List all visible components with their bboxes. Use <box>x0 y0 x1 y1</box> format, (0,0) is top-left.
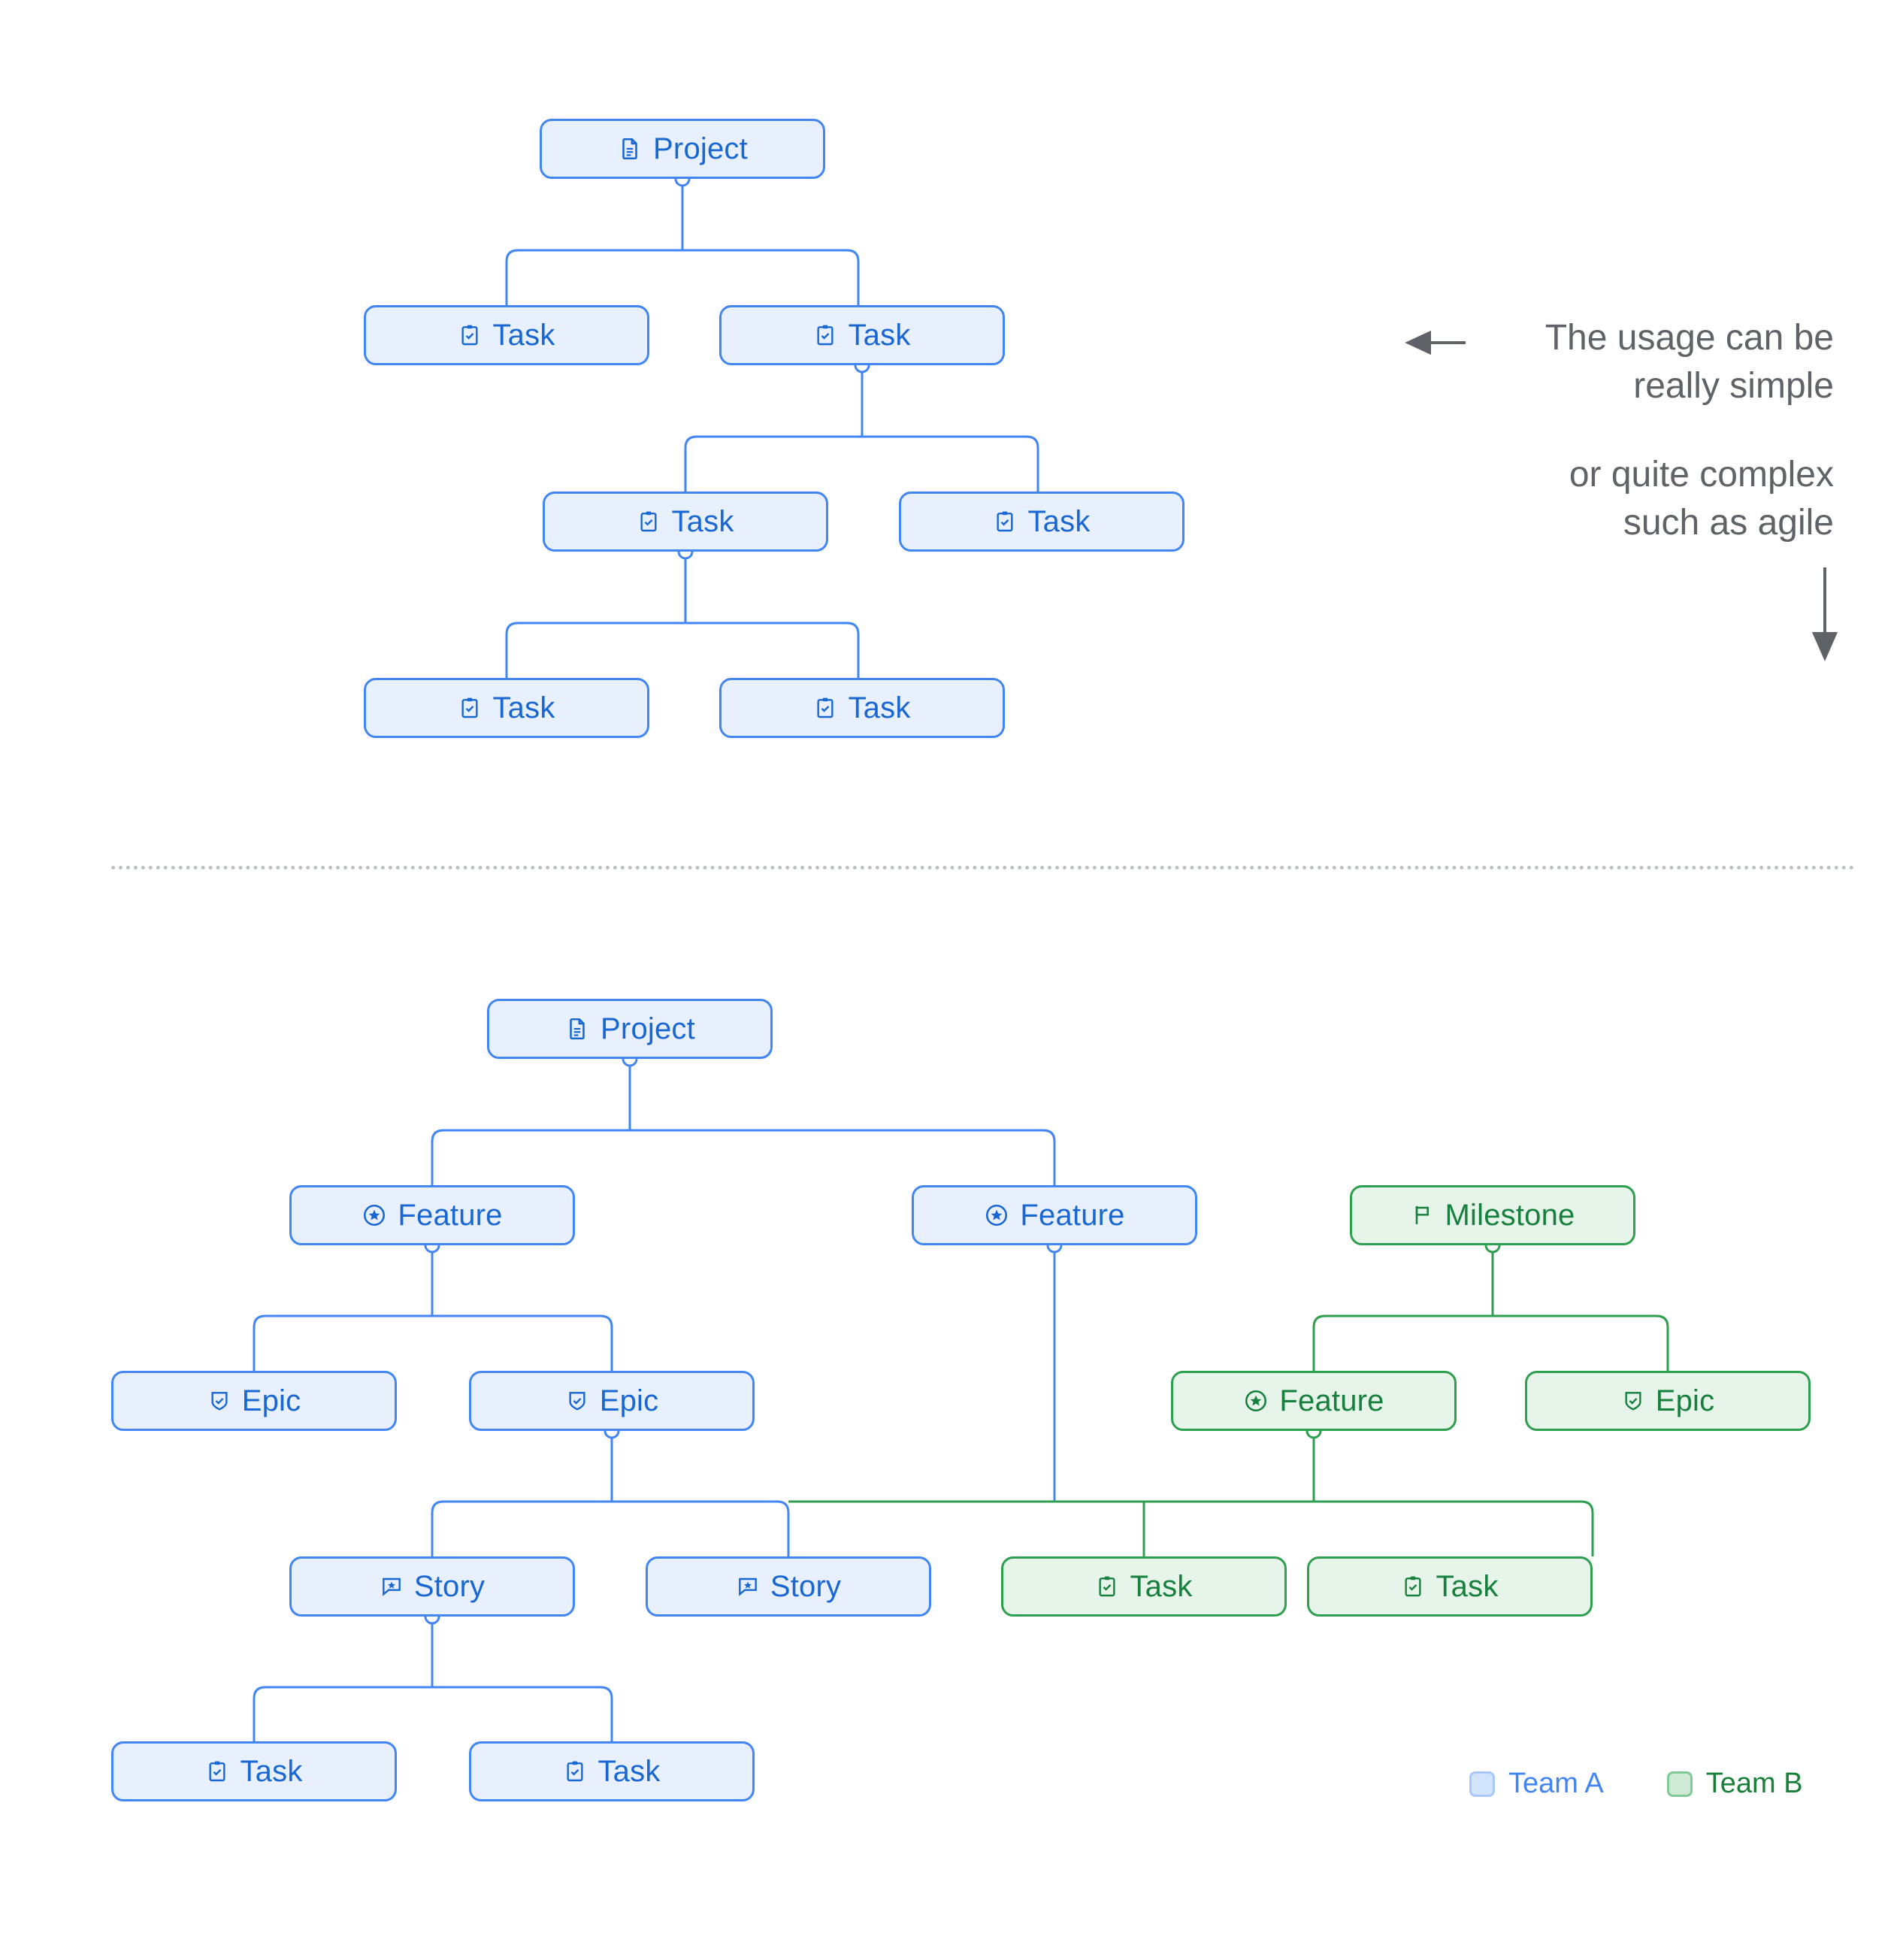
node-task[interactable]: Task <box>543 492 828 552</box>
clipboard-check-icon <box>458 696 482 720</box>
node-label: Task <box>492 691 555 724</box>
node-task[interactable]: Task <box>364 678 649 738</box>
node-label: Task <box>492 319 555 352</box>
clipboard-check-icon <box>563 1759 587 1783</box>
annotation-line-4: such as agile <box>1623 502 1834 543</box>
clipboard-check-icon <box>637 510 661 534</box>
node-feature[interactable]: Feature <box>912 1185 1197 1245</box>
legend-label-team-a: Team A <box>1508 1768 1604 1799</box>
node-task[interactable]: Task <box>899 492 1184 552</box>
node-label: Epic <box>241 1384 301 1417</box>
node-milestone[interactable]: Milestone <box>1350 1185 1635 1245</box>
node-label: Milestone <box>1445 1199 1575 1232</box>
node-label: Feature <box>1279 1384 1384 1417</box>
node-label: Epic <box>599 1384 659 1417</box>
node-label: Feature <box>1020 1199 1125 1232</box>
section-divider <box>111 866 1855 870</box>
team-b-swatch-icon <box>1666 1771 1693 1797</box>
node-epic[interactable]: Epic <box>469 1371 755 1431</box>
node-epic[interactable]: Epic <box>1525 1371 1811 1431</box>
document-icon <box>617 136 643 162</box>
node-label: Task <box>1027 505 1091 538</box>
node-label: Project <box>601 1012 695 1045</box>
annotation-text-block-2: or quite complex such as agile <box>1496 451 1834 547</box>
shield-check-icon <box>207 1389 231 1413</box>
annotation-line-2: really simple <box>1633 365 1834 406</box>
node-project[interactable]: Project <box>487 999 773 1059</box>
node-story[interactable]: Story <box>289 1556 575 1617</box>
node-label: Task <box>598 1755 661 1788</box>
node-task[interactable]: Task <box>364 305 649 365</box>
node-label: Story <box>413 1570 486 1603</box>
clipboard-check-icon <box>458 323 482 347</box>
node-label: Task <box>848 319 911 352</box>
clipboard-check-icon <box>993 510 1017 534</box>
legend: Team A Team B <box>1469 1768 1803 1800</box>
node-label: Task <box>1436 1570 1499 1603</box>
node-label: Task <box>848 691 911 724</box>
node-feature[interactable]: Feature <box>1171 1371 1457 1431</box>
node-project[interactable]: Project <box>540 119 825 179</box>
clipboard-check-icon <box>1401 1574 1425 1599</box>
star-circle-icon <box>1243 1388 1269 1414</box>
legend-label-team-b: Team B <box>1705 1768 1803 1799</box>
legend-item-team-a[interactable]: Team A <box>1469 1768 1604 1800</box>
chat-star-icon <box>380 1574 404 1599</box>
clipboard-check-icon <box>205 1759 229 1783</box>
node-label: Project <box>653 132 748 165</box>
flag-icon <box>1411 1203 1435 1227</box>
annotation-line-1: The usage can be <box>1544 318 1834 358</box>
clipboard-check-icon <box>813 323 837 347</box>
node-task[interactable]: Task <box>111 1741 397 1801</box>
node-task[interactable]: Task <box>719 678 1005 738</box>
node-label: Task <box>240 1755 303 1788</box>
star-circle-icon <box>362 1202 387 1228</box>
legend-item-team-b[interactable]: Team B <box>1666 1768 1803 1800</box>
node-label: Story <box>770 1570 842 1603</box>
shield-check-icon <box>1621 1389 1645 1413</box>
document-icon <box>564 1016 590 1042</box>
node-task[interactable]: Task <box>469 1741 755 1801</box>
node-epic[interactable]: Epic <box>111 1371 397 1431</box>
annotation-text-block: The usage can be really simple <box>1496 314 1834 410</box>
node-label: Task <box>1130 1570 1193 1603</box>
team-a-swatch-icon <box>1469 1771 1495 1797</box>
node-feature[interactable]: Feature <box>289 1185 575 1245</box>
node-task[interactable]: Task <box>1307 1556 1593 1617</box>
shield-check-icon <box>565 1389 589 1413</box>
star-circle-icon <box>984 1202 1009 1228</box>
node-label: Epic <box>1655 1384 1715 1417</box>
clipboard-check-icon <box>1095 1574 1119 1599</box>
node-task[interactable]: Task <box>719 305 1005 365</box>
node-label: Task <box>671 505 734 538</box>
clipboard-check-icon <box>813 696 837 720</box>
node-story[interactable]: Story <box>646 1556 931 1617</box>
node-task[interactable]: Task <box>1001 1556 1287 1617</box>
chat-star-icon <box>736 1574 760 1599</box>
annotation-line-3: or quite complex <box>1569 455 1834 495</box>
node-label: Feature <box>398 1199 503 1232</box>
